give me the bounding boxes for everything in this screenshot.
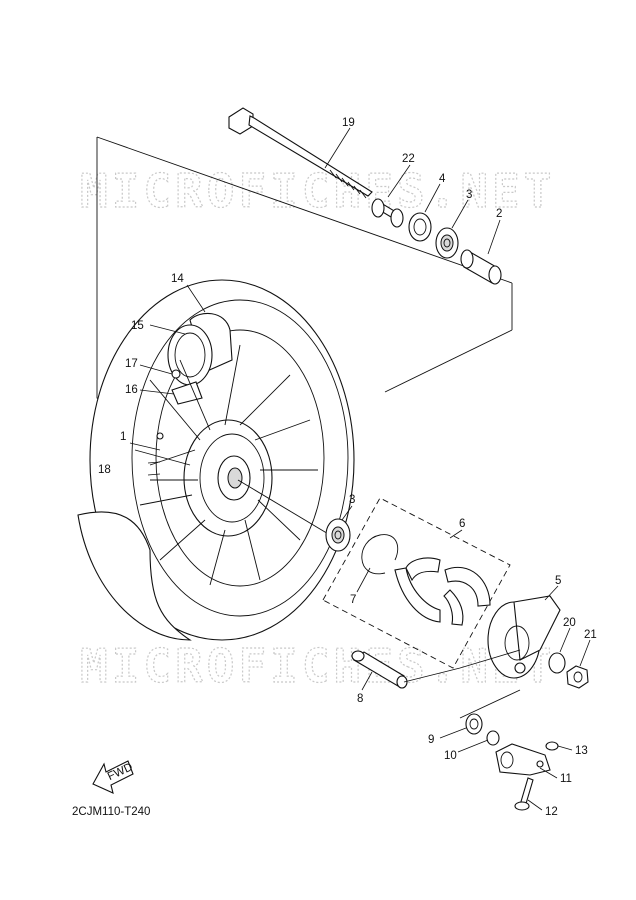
diagram-code: 2CJM110-T240 <box>72 806 150 818</box>
callout-15: 15 <box>131 320 144 332</box>
callout-20: 20 <box>563 617 576 629</box>
callout-17: 17 <box>125 358 138 370</box>
callout-9: 9 <box>428 734 434 746</box>
watermark-top: MICROFICHES.NET <box>80 164 555 218</box>
callout-10: 10 <box>444 750 457 762</box>
fwd-arrow-icon: FWD <box>92 760 135 794</box>
callout-19: 19 <box>342 117 355 129</box>
callout-14: 14 <box>171 273 184 285</box>
spacer <box>460 249 502 285</box>
spoke-nipples <box>147 432 164 476</box>
callout-18: 18 <box>98 464 111 476</box>
brake-camshaft <box>351 649 521 689</box>
lever-pin <box>545 741 559 751</box>
axle-bolt <box>228 107 373 199</box>
rim-band <box>171 369 203 405</box>
collar-20 <box>548 652 566 674</box>
callout-11: 11 <box>560 773 572 785</box>
callout-3-lower: 3 <box>349 494 355 506</box>
brake-spring <box>361 534 399 575</box>
callout-21: 21 <box>584 629 597 641</box>
callout-7: 7 <box>350 594 356 606</box>
callout-13: 13 <box>575 745 588 757</box>
leader-lines <box>129 127 591 811</box>
callout-labels: 19 22 4 3 2 14 15 17 16 1 18 3 6 7 5 20 … <box>98 117 597 818</box>
bearing-top <box>435 227 459 259</box>
callout-12: 12 <box>545 806 558 818</box>
callout-16: 16 <box>125 384 138 396</box>
lever-bolt <box>514 777 534 811</box>
hub <box>183 419 273 537</box>
brake-shoes <box>394 557 491 626</box>
callout-6: 6 <box>459 518 465 530</box>
callout-2: 2 <box>496 208 502 220</box>
callout-8: 8 <box>357 693 363 705</box>
nut <box>566 665 589 689</box>
callout-1: 1 <box>120 431 126 443</box>
bearing-lower <box>325 518 351 552</box>
callout-4: 4 <box>439 173 446 185</box>
collar <box>371 198 404 228</box>
cam-lever <box>495 743 551 776</box>
callout-5: 5 <box>555 575 561 587</box>
callout-3-top: 3 <box>466 189 472 201</box>
callout-22: 22 <box>402 153 415 165</box>
brake-shoe-set-outline <box>322 497 511 669</box>
washer-seal <box>459 689 521 746</box>
oil-seal <box>408 212 432 242</box>
brake-panel <box>487 595 561 679</box>
watermark-bottom: MICROFICHES.NET <box>80 639 555 693</box>
